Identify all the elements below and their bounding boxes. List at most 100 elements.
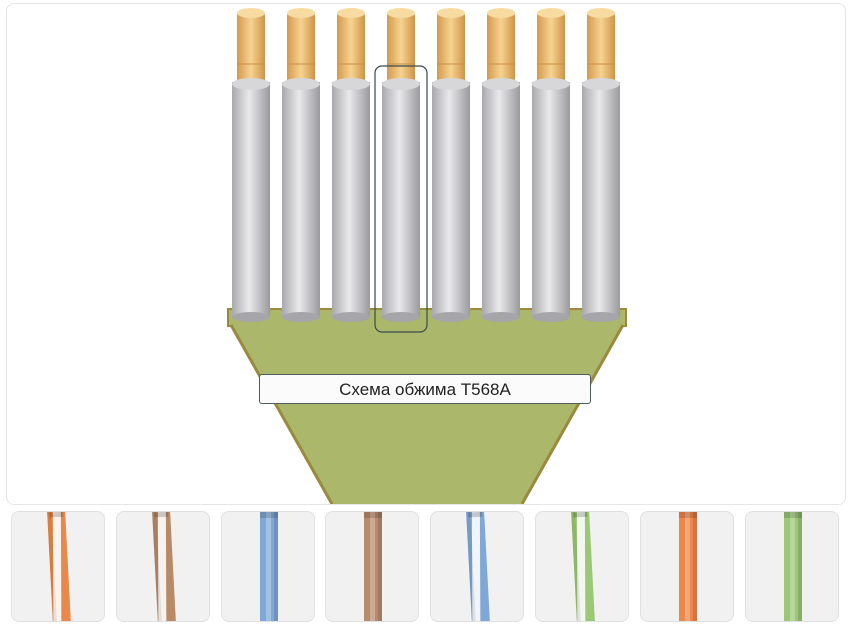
wire-stripe <box>157 512 167 621</box>
blue-wire-icon <box>260 512 278 621</box>
wire-palette <box>11 511 845 623</box>
wire-cut <box>573 512 588 518</box>
wire-tile-green[interactable] <box>745 511 839 622</box>
wire-tile-white-green[interactable] <box>535 511 629 622</box>
slot-sleeve <box>382 82 420 318</box>
wire-shadow <box>46 512 58 621</box>
slot-sleeve-top <box>382 78 420 90</box>
pin-slots <box>232 8 620 322</box>
slot-sleeve <box>532 82 570 318</box>
white-brown-wire-icon <box>151 512 177 621</box>
wire-tile-white-blue[interactable] <box>430 511 524 622</box>
copper-tip <box>287 8 315 18</box>
white-blue-wire-icon <box>465 512 491 621</box>
slot-sleeve <box>432 82 470 318</box>
wire-cut <box>468 512 483 518</box>
slot-sleeve-bottom <box>332 312 370 322</box>
copper-tip <box>437 8 465 18</box>
wire-shadow <box>378 512 382 621</box>
pin-slot-4[interactable] <box>382 8 420 322</box>
slot-sleeve <box>332 82 370 318</box>
slot-sleeve-bottom <box>232 312 270 322</box>
pin-slot-8[interactable] <box>582 8 620 322</box>
slot-sleeve-top <box>532 78 570 90</box>
copper-conductor <box>537 12 565 92</box>
pin-slot-6[interactable] <box>482 8 520 322</box>
copper-tip <box>387 8 415 18</box>
pin-slot-5[interactable] <box>432 8 470 322</box>
copper-conductor <box>387 12 415 92</box>
wire-cut <box>260 512 278 518</box>
wire-body <box>784 512 802 621</box>
copper-conductor <box>287 12 315 92</box>
wire-shadow <box>570 512 582 621</box>
wire-highlight <box>790 512 795 621</box>
wire-tile-blue[interactable] <box>221 511 315 622</box>
pin-slot-2[interactable] <box>282 8 320 322</box>
slot-sleeve-top <box>432 78 470 90</box>
wire-stripe <box>471 512 481 621</box>
wire-highlight <box>266 512 271 621</box>
slot-sleeve <box>282 82 320 318</box>
wire-cut <box>679 512 697 518</box>
jacket-edge-right <box>520 324 625 504</box>
copper-tip <box>237 8 265 18</box>
slot-sleeve <box>582 82 620 318</box>
wire-shadow <box>465 512 477 621</box>
slot-sleeve-top <box>232 78 270 90</box>
copper-conductor <box>487 12 515 92</box>
slot-sleeve-bottom <box>282 312 320 322</box>
wire-body <box>364 512 382 621</box>
jacket-edge-left <box>229 324 334 504</box>
wire-cut <box>784 512 802 518</box>
green-wire-icon <box>784 512 802 621</box>
cable-jacket <box>227 308 627 504</box>
wire-body <box>260 512 278 621</box>
wire-stripe <box>52 512 62 621</box>
slot-sleeve-bottom <box>382 312 420 322</box>
wire-shadow <box>798 512 802 621</box>
copper-tip <box>337 8 365 18</box>
wire-shadow <box>151 512 163 621</box>
slot-sleeve <box>232 82 270 318</box>
wire-cut <box>364 512 382 518</box>
wire-highlight <box>370 512 375 621</box>
slot-sleeve-bottom <box>482 312 520 322</box>
slot-sleeve-bottom <box>432 312 470 322</box>
wire-tile-orange[interactable] <box>640 511 734 622</box>
jacket-body <box>231 325 623 504</box>
slot-sleeve-top <box>482 78 520 90</box>
connector-panel: Схема обжима T568A <box>6 3 846 505</box>
copper-tip <box>587 8 615 18</box>
brown-wire-icon <box>364 512 382 621</box>
wire-tile-white-brown[interactable] <box>116 511 210 622</box>
wire-shadow <box>693 512 697 621</box>
wire-tile-white-orange[interactable] <box>11 511 105 622</box>
wire-body <box>679 512 697 621</box>
wire-cut <box>49 512 64 518</box>
slot-sleeve-bottom <box>532 312 570 322</box>
copper-conductor <box>337 12 365 92</box>
pin-slot-1[interactable] <box>232 8 270 322</box>
copper-tip <box>537 8 565 18</box>
slot-sleeve-top <box>282 78 320 90</box>
wire-shadow <box>274 512 278 621</box>
copper-conductor <box>437 12 465 92</box>
orange-wire-icon <box>679 512 697 621</box>
slot-sleeve-top <box>582 78 620 90</box>
pin-slot-3[interactable] <box>332 8 370 322</box>
copper-tip <box>487 8 515 18</box>
wire-highlight <box>685 512 690 621</box>
selection-highlight <box>374 65 428 333</box>
slot-sleeve <box>482 82 520 318</box>
slot-sleeve-bottom <box>582 312 620 322</box>
wire-tile-brown[interactable] <box>325 511 419 622</box>
connector-diagram <box>227 8 627 504</box>
white-green-wire-icon <box>570 512 596 621</box>
pin-slot-7[interactable] <box>532 8 570 322</box>
wire-stripe <box>576 512 586 621</box>
white-orange-wire-icon <box>46 512 72 621</box>
scheme-label: Схема обжима T568A <box>259 374 591 404</box>
selected-slot-frame <box>374 65 428 333</box>
copper-conductor <box>587 12 615 92</box>
